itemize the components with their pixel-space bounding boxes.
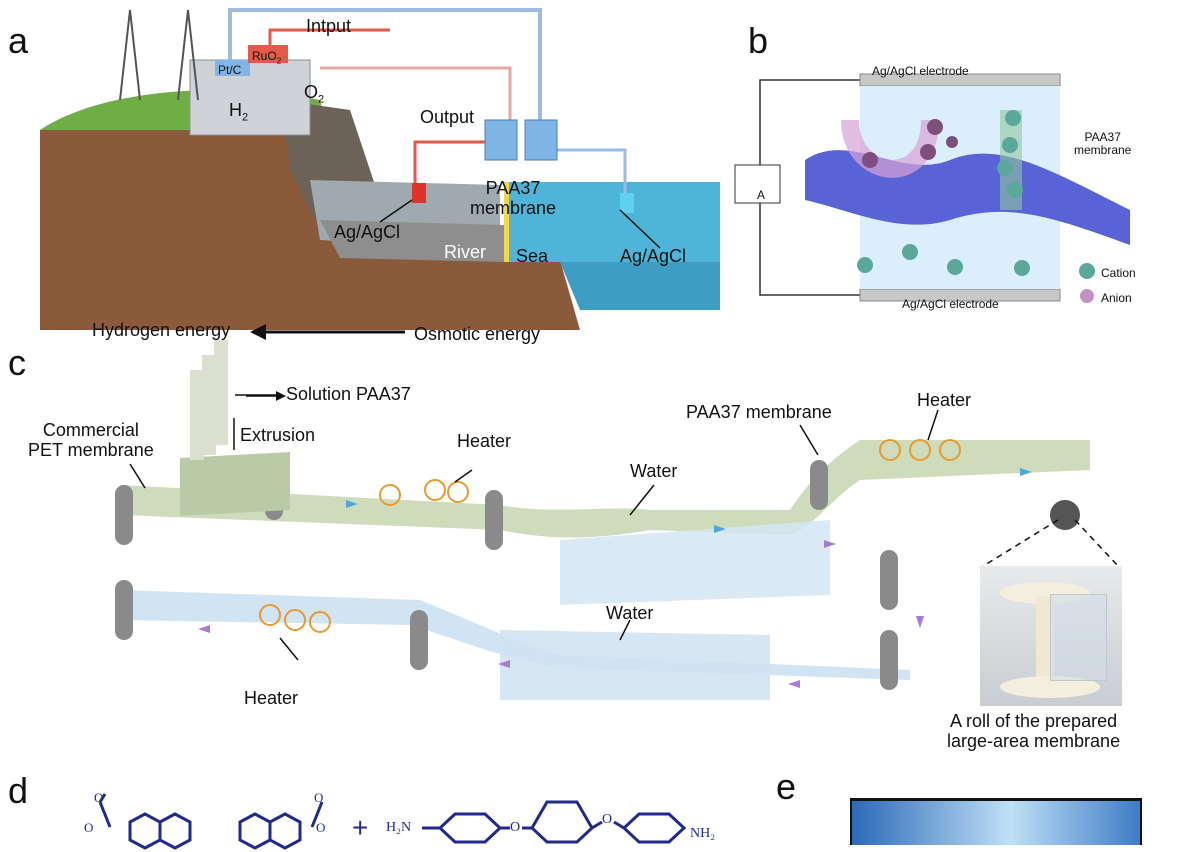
panel-a-illustration xyxy=(40,8,720,330)
panel-c-illustration xyxy=(115,340,1121,700)
sea-label: Sea xyxy=(516,246,549,266)
agcl-right-label: Ag/AgCl xyxy=(620,246,687,266)
extrusion-label: Extrusion xyxy=(240,425,316,445)
solution-paa37-label: Solution PAA37 xyxy=(286,384,411,404)
paa37-membrane-label-a: PAA37 membrane xyxy=(470,178,557,218)
panel-e-illustration xyxy=(850,798,1142,845)
heater-label-1: Heater xyxy=(457,431,512,451)
h2n-label: H₂N xyxy=(386,820,412,835)
water-label-1: Water xyxy=(630,461,678,481)
electrode-top-label: Ag/AgCl electrode xyxy=(872,64,969,78)
hydrogen-energy-label: Hydrogen energy xyxy=(92,320,231,340)
panel-letter-e: e xyxy=(776,766,797,807)
h2-label: H2 xyxy=(229,100,249,124)
plus-sign: + xyxy=(352,812,369,843)
input-label: Intput xyxy=(306,16,352,36)
ether-o-label-2: O xyxy=(602,812,613,827)
ammeter-label: A xyxy=(757,188,766,202)
o2-label: O2 xyxy=(304,82,325,106)
ether-o-label-1: O xyxy=(510,820,521,835)
panel-letter-d: d xyxy=(8,770,29,811)
commercial-pet-label: Commercial PET membrane xyxy=(28,420,154,460)
river-label: River xyxy=(444,242,487,262)
pt-c-label: Pt/C xyxy=(218,63,242,77)
panel-b-illustration xyxy=(734,73,1130,303)
panel-letter-b: b xyxy=(748,20,769,61)
svg-text:O: O xyxy=(316,820,325,835)
svg-text:O: O xyxy=(314,790,323,805)
svg-text:O: O xyxy=(94,790,103,805)
water-label-2: Water xyxy=(606,603,654,623)
electrode-bottom-label: Ag/AgCl electrode xyxy=(902,297,999,311)
heater-label-3: Heater xyxy=(244,688,299,708)
energy-arrow xyxy=(250,324,405,340)
chemical-structure-diamine xyxy=(422,800,687,844)
panel-letter-a: a xyxy=(8,20,29,61)
anion-legend-label: Anion xyxy=(1101,291,1132,305)
nh2-label: NH₂ xyxy=(690,826,716,841)
roll-photo xyxy=(980,566,1122,706)
chemical-structure-dianhydride: O O O O xyxy=(84,790,325,850)
svg-text:O: O xyxy=(84,820,93,835)
osmotic-energy-label: Osmotic energy xyxy=(414,324,541,344)
output-label: Output xyxy=(420,107,475,127)
solution-arrow xyxy=(246,391,286,401)
cation-legend-label: Cation xyxy=(1101,266,1136,280)
agcl-left-label: Ag/AgCl xyxy=(334,222,401,242)
roll-caption: A roll of the prepared large-area membra… xyxy=(947,711,1121,751)
panel-letter-c: c xyxy=(8,342,26,383)
paa37-membrane-label-b: PAA37 membrane xyxy=(1074,130,1132,157)
paa37-membrane-label-c: PAA37 membrane xyxy=(686,402,832,422)
heater-label-2: Heater xyxy=(917,390,972,410)
ruo2-label: RuO2 xyxy=(252,49,282,66)
